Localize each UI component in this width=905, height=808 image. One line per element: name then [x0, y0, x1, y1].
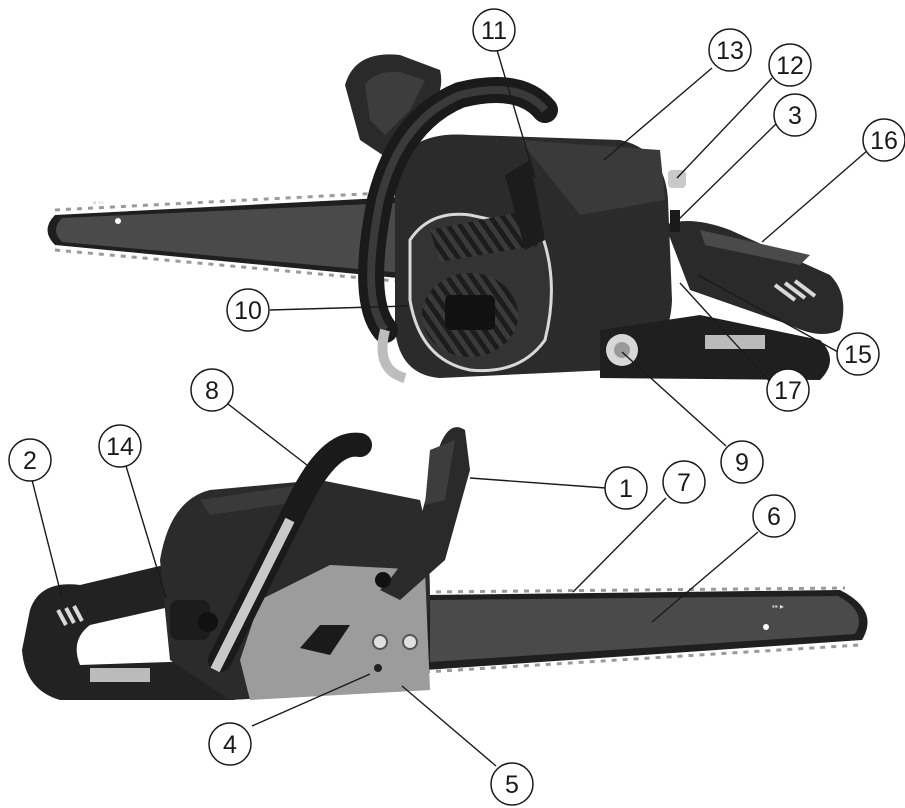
callout-16: 16 — [862, 118, 905, 162]
leader-14 — [125, 465, 167, 599]
callout-14: 14 — [98, 424, 142, 468]
callout-1: 1 — [604, 466, 648, 510]
leader-7 — [572, 497, 667, 593]
callout-label: 3 — [788, 102, 802, 130]
leader-13 — [603, 67, 713, 161]
leader-5 — [401, 685, 497, 767]
leader-10 — [269, 305, 409, 311]
callout-label: 13 — [716, 37, 744, 65]
callout-label: 2 — [23, 447, 37, 475]
callout-2: 2 — [8, 438, 52, 482]
side-front-handle — [208, 432, 372, 672]
callout-label: 7 — [677, 469, 691, 497]
leader-3 — [675, 121, 779, 223]
leader-11 — [496, 49, 536, 179]
callout-11: 11 — [472, 8, 516, 52]
callout-label: 1 — [619, 475, 633, 503]
top-starter-cover — [408, 210, 553, 373]
callout-label: 10 — [234, 297, 262, 325]
callout-3: 3 — [773, 93, 817, 137]
callout-label: 12 — [776, 52, 804, 80]
svg-text:◂ ▪▪: ◂ ▪▪ — [92, 198, 104, 207]
callout-4: 4 — [208, 722, 252, 766]
svg-text:▪▪ ▸: ▪▪ ▸ — [772, 602, 784, 611]
callout-13: 13 — [708, 28, 752, 72]
leader-1 — [469, 477, 607, 489]
callout-9: 9 — [720, 440, 764, 484]
leader-4 — [251, 673, 371, 727]
chainsaw-side-view: ▪▪ ▸ — [22, 427, 868, 700]
callout-label: 8 — [205, 377, 219, 405]
chainsaw-top-view: ◂ ▪▪ — [47, 54, 844, 383]
leader-6 — [651, 531, 759, 623]
side-guide-bar: ▪▪ ▸ — [424, 586, 868, 674]
callout-label: 6 — [767, 503, 781, 531]
callout-7: 7 — [662, 460, 706, 504]
callout-label: 4 — [223, 731, 237, 759]
callout-12: 12 — [768, 43, 812, 87]
leader-17 — [679, 282, 773, 385]
leader-lines — [31, 49, 869, 767]
callout-5: 5 — [490, 762, 534, 806]
leader-16 — [761, 149, 869, 243]
leader-8 — [227, 403, 317, 473]
callout-17: 17 — [766, 368, 810, 412]
callout-label: 16 — [870, 127, 898, 155]
leader-15 — [697, 274, 839, 353]
callout-8: 8 — [190, 368, 234, 412]
callout-10: 10 — [226, 288, 270, 332]
top-rear-handle — [665, 221, 844, 334]
callout-15: 15 — [836, 332, 880, 376]
callout-label: 5 — [505, 771, 519, 799]
callout-label: 14 — [106, 433, 134, 461]
side-sprocket-cover — [240, 565, 430, 700]
leader-2 — [31, 479, 63, 599]
leader-9 — [621, 351, 727, 447]
callout-label: 9 — [735, 449, 749, 477]
top-brake-lever — [505, 160, 545, 250]
callout-label: 11 — [481, 17, 507, 45]
callout-6: 6 — [752, 494, 796, 538]
callout-label: 17 — [774, 377, 802, 405]
leader-12 — [676, 77, 773, 179]
callout-label: 15 — [844, 341, 872, 369]
